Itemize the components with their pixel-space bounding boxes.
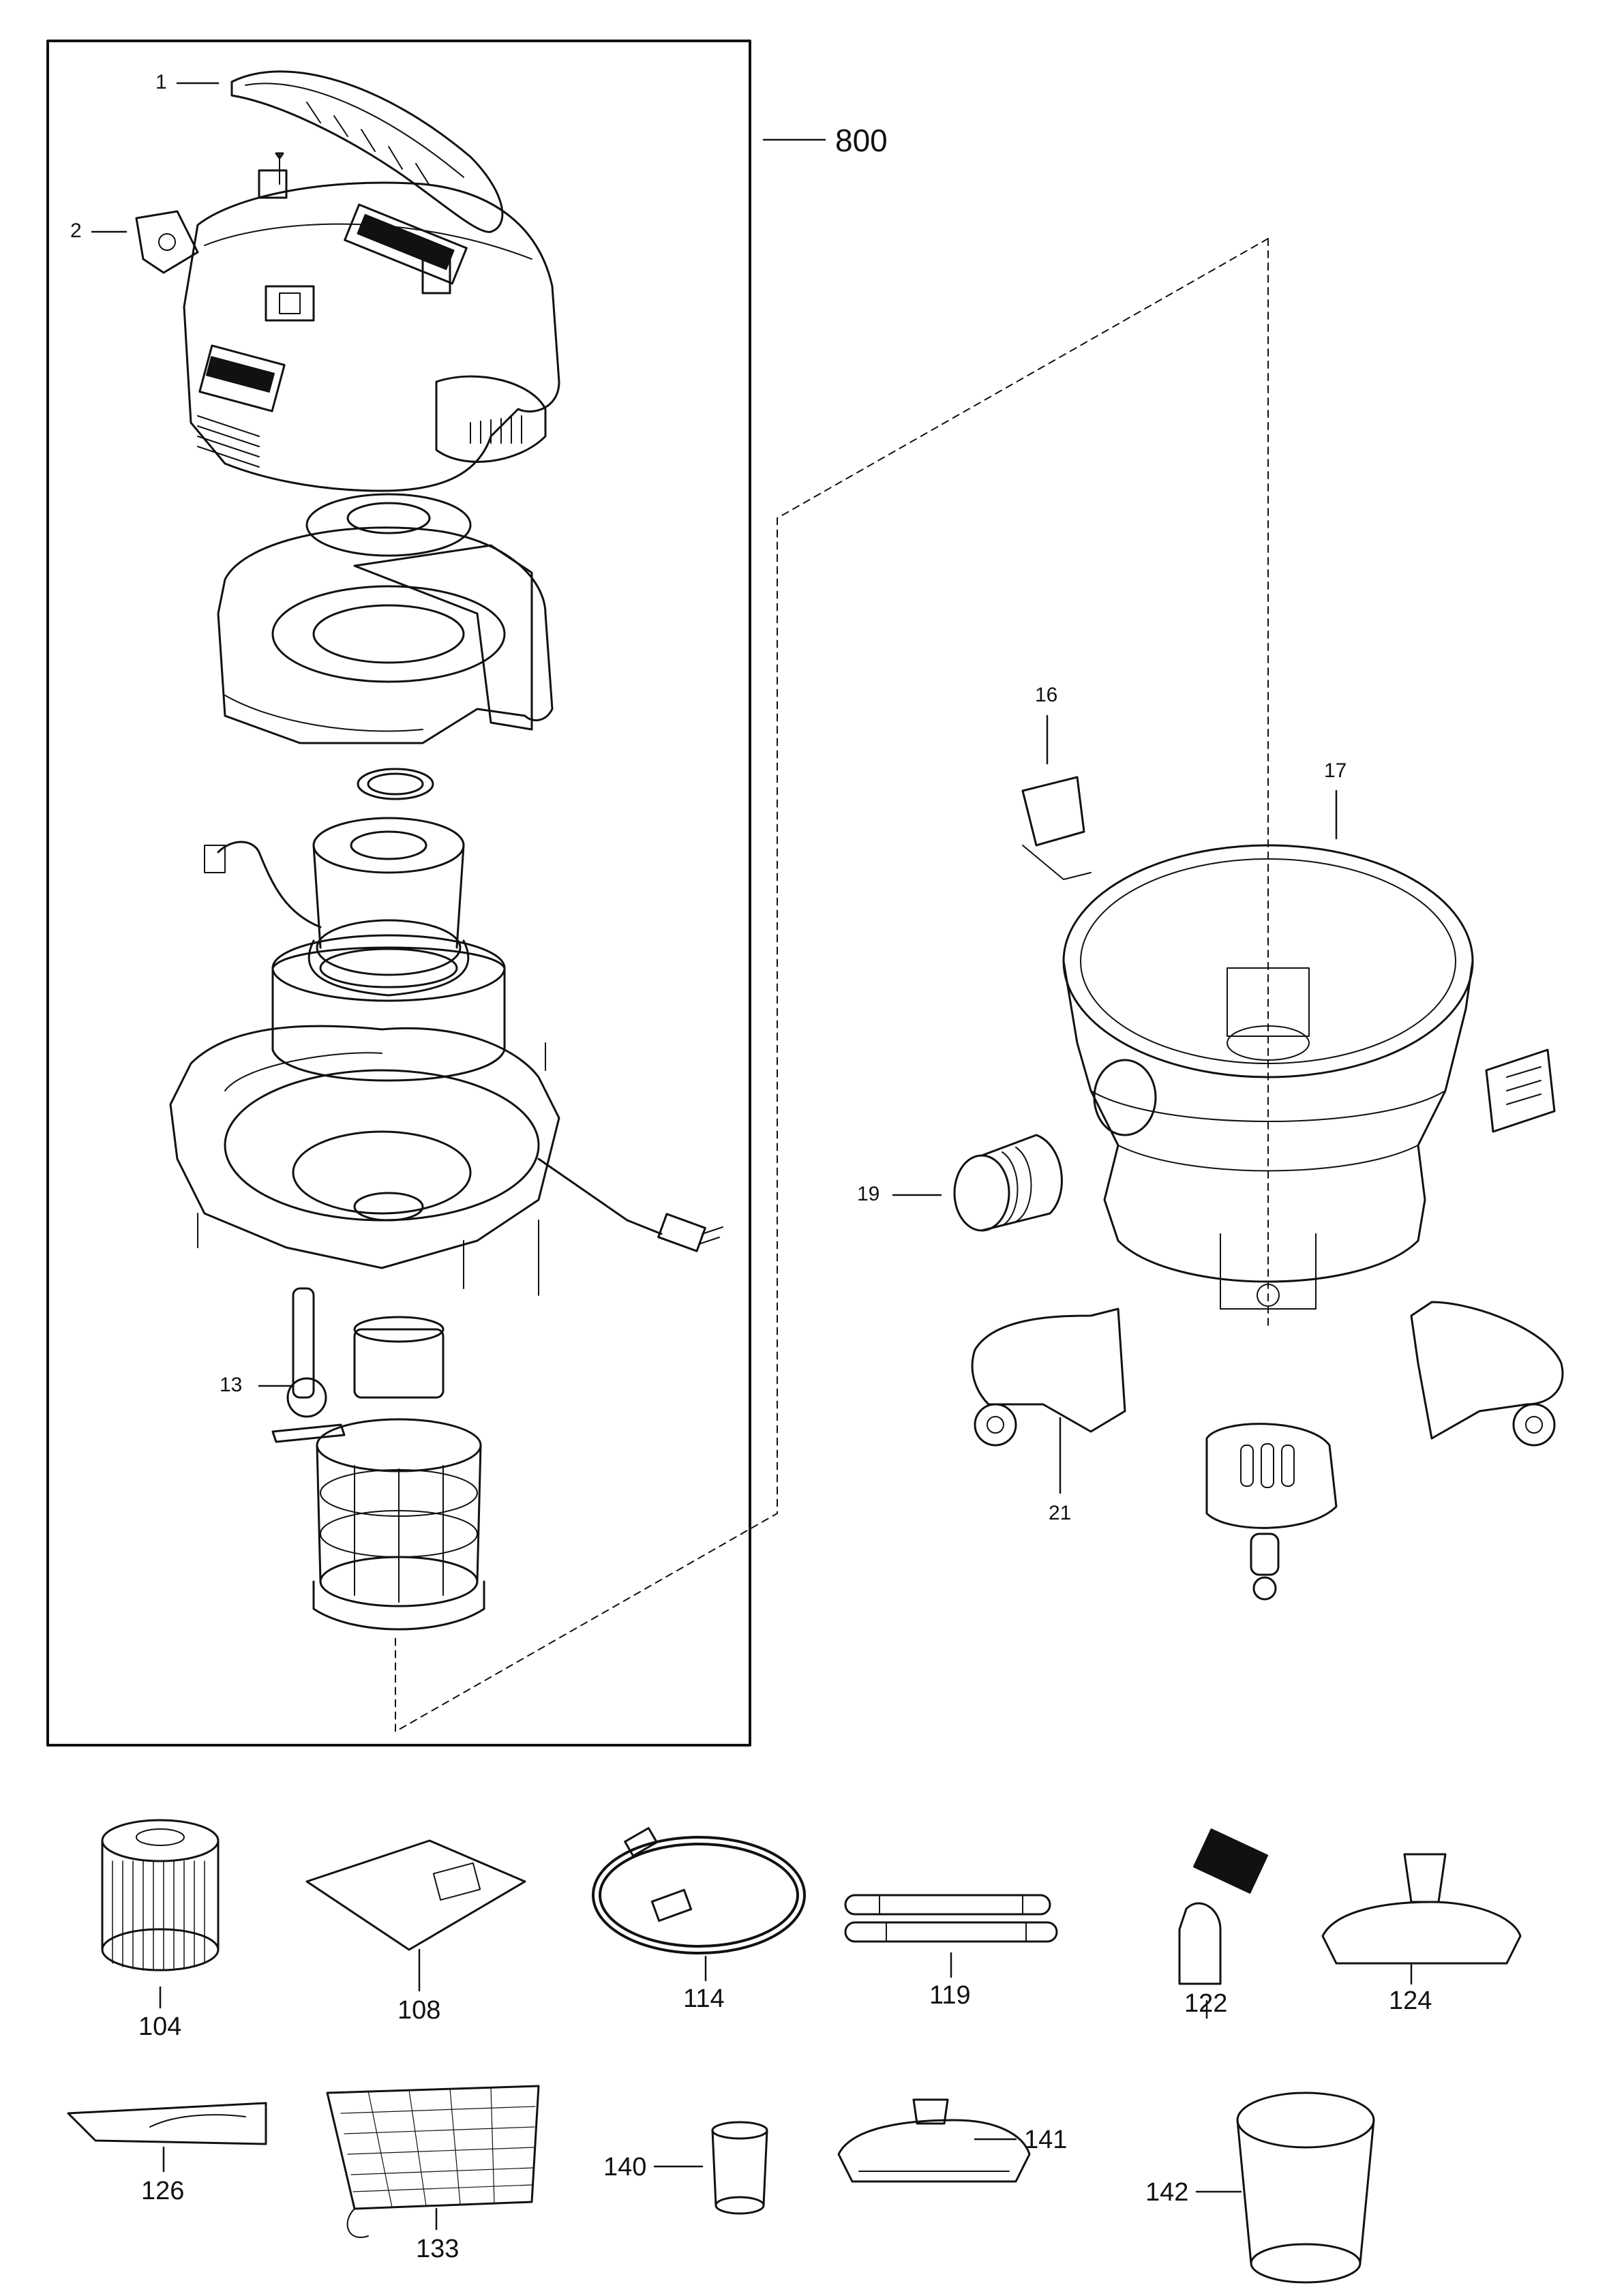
head-cover [135,70,560,492]
callout-19: 19 [857,1183,880,1205]
part-140: 140 [603,2153,647,2181]
part-122: 122 [1184,1989,1228,2018]
acc-124-floor-nozzle [1321,1853,1522,1985]
part-141: 141 [1024,2126,1068,2154]
upper-housing [217,493,554,800]
brand-marks [205,213,455,393]
carry-handle [230,70,504,233]
acc-119-extension-tubes [844,1894,1058,1978]
acc-114-hose [592,1827,806,1982]
callout-21: 21 [1049,1502,1072,1524]
part-119: 119 [929,1981,971,2010]
acc-142-bucket [1195,2091,1375,2284]
part-114: 114 [683,1984,725,2013]
callout-17: 17 [1324,759,1347,782]
drum [1062,844,1474,1310]
motor-assembly [204,817,506,1082]
motor-wire [217,841,322,928]
part-124: 124 [1389,1987,1432,2015]
inlet-adapter [953,1134,1063,1232]
acc-140-container [653,2121,768,2215]
callout-1: 1 [155,71,167,93]
part-142: 142 [1145,2178,1189,2207]
acc-122-dusting-brush [1178,1828,1268,2019]
callout-16: 16 [1035,684,1058,706]
cover-shell [183,181,560,492]
callout-2: 2 [70,220,82,242]
callout-leaders [91,82,1338,1494]
acc-126-crevice-tool [67,2102,267,2173]
assembly-frame [46,40,751,1747]
part-133: 133 [416,2235,460,2263]
float-cage [271,1287,485,1631]
brand-badge-top [344,203,468,285]
casters [971,1301,1564,1601]
drum-latches [1021,776,1556,1133]
power-switch [135,210,199,274]
acc-133-filter-net [326,2085,540,2238]
acc-108-dust-bag [305,1839,526,1992]
drum-inlet [1093,1059,1157,1136]
acc-141-wet-nozzle [837,2098,1031,2183]
callout-13: 13 [220,1374,243,1396]
base-plate [169,1025,723,1296]
callout-800: 800 [835,123,888,158]
alignment-lines [395,238,1269,1732]
acc-104-cartridge-filter [101,1819,220,2009]
part-104: 104 [138,2012,182,2041]
part-108: 108 [397,1996,441,2025]
part-126: 126 [141,2177,185,2205]
front-badge [198,344,286,412]
plug [657,1213,706,1252]
